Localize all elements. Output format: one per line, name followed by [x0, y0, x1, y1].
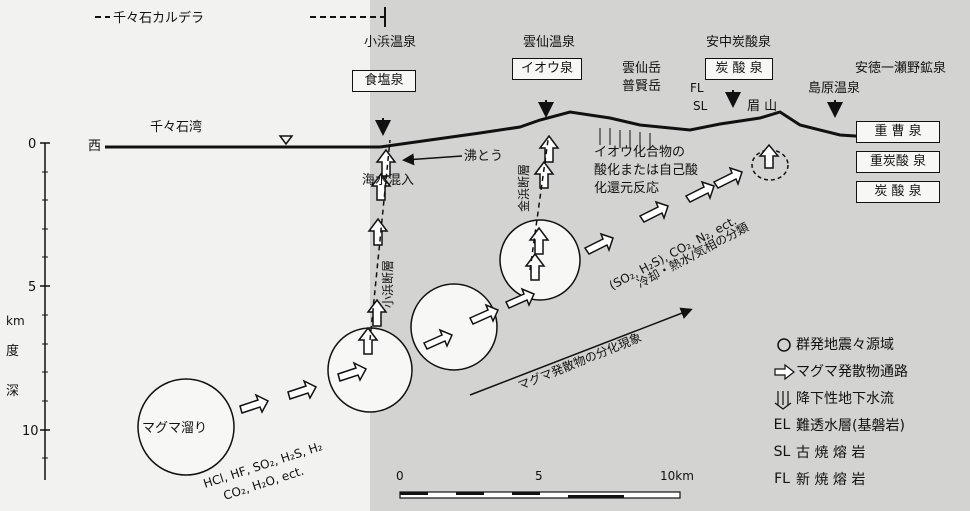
sea-level-marker-icon: [278, 135, 294, 146]
legend-circle-icon: [777, 338, 791, 352]
depth-tick-10: 10: [22, 424, 39, 439]
kanagane-fault-line: [529, 139, 549, 271]
sulfur-label-2: 酸化または自己酸: [594, 163, 698, 178]
fugen-dake-label: 普賢岳: [622, 79, 661, 94]
depth-axis-deep: 深: [6, 384, 19, 399]
migration-arrows: [239, 134, 780, 414]
legend-arrow-icon: [774, 363, 795, 381]
sulfur-label-3: 化還元反応: [594, 181, 659, 196]
west-label: 西: [88, 139, 101, 154]
differentiation-arrow: [469, 307, 693, 396]
unzen-dake-label: 雲仙岳: [622, 61, 661, 76]
bay-label: 千々石湾: [150, 119, 202, 135]
obama-fault-label: 小浜断層: [380, 260, 395, 308]
scale-tick-10: 10km: [660, 469, 694, 483]
right-box-3: 炭 酸 泉: [856, 181, 940, 203]
shimabara-label: 島原温泉: [808, 80, 860, 96]
legend-row-2: マグマ発散物通路: [796, 363, 908, 380]
legend-row-1: 群発地震々源域: [796, 336, 894, 353]
unzen-name: 雲仙温泉: [523, 34, 575, 50]
depth-axis-km: km: [6, 314, 25, 328]
depth-tick-5: 5: [28, 280, 36, 295]
depth-tick-0: 0: [28, 137, 36, 152]
right-box-1: 重 曹 泉: [856, 121, 940, 143]
anchu-name: 安中炭酸泉: [706, 34, 771, 50]
anchu-type-box: 炭 酸 泉: [705, 58, 773, 80]
scale-bar: [399, 491, 681, 499]
sulfur-label-1: イオウ化合物の: [594, 145, 685, 160]
fl-label: FL: [690, 81, 704, 95]
scale-tick-0: 0: [396, 469, 404, 483]
obama-name: 小浜温泉: [364, 34, 416, 50]
magma-chamber-label: マグマ溜り: [142, 421, 207, 436]
page-background: [370, 0, 970, 511]
sl-label: SL: [693, 99, 708, 113]
caldera-label: 千々石カルデラ: [113, 11, 205, 26]
legend-row-3: 降下性地下水流: [796, 390, 894, 407]
seismic-source-circle-2: [327, 327, 413, 413]
depth-axis-du: 度: [6, 343, 19, 359]
seawater-label: 海水混入: [362, 173, 414, 188]
seismic-source-circle-1: [137, 378, 235, 476]
right-box-2: 重炭酸 泉: [856, 151, 940, 173]
kanagane-fault-label: 金浜断層: [516, 164, 531, 212]
mayuyama-label: 眉 山: [747, 99, 777, 114]
land-surface: [379, 110, 871, 149]
obama-fault-line: [369, 139, 391, 341]
seismic-source-circle-3: [410, 283, 498, 371]
boiling-label: 沸とう: [464, 149, 503, 164]
antoku-label: 安徳一瀬野鉱泉: [855, 60, 946, 76]
obama-type-box: 食塩泉: [352, 70, 416, 92]
scale-tick-5: 5: [535, 469, 543, 483]
descending-groundwater: [599, 128, 651, 150]
boiling-arrow: [402, 153, 463, 166]
legend-down-arrows-icon: [774, 391, 792, 410]
unzen-type-box: イオウ泉: [512, 58, 582, 80]
